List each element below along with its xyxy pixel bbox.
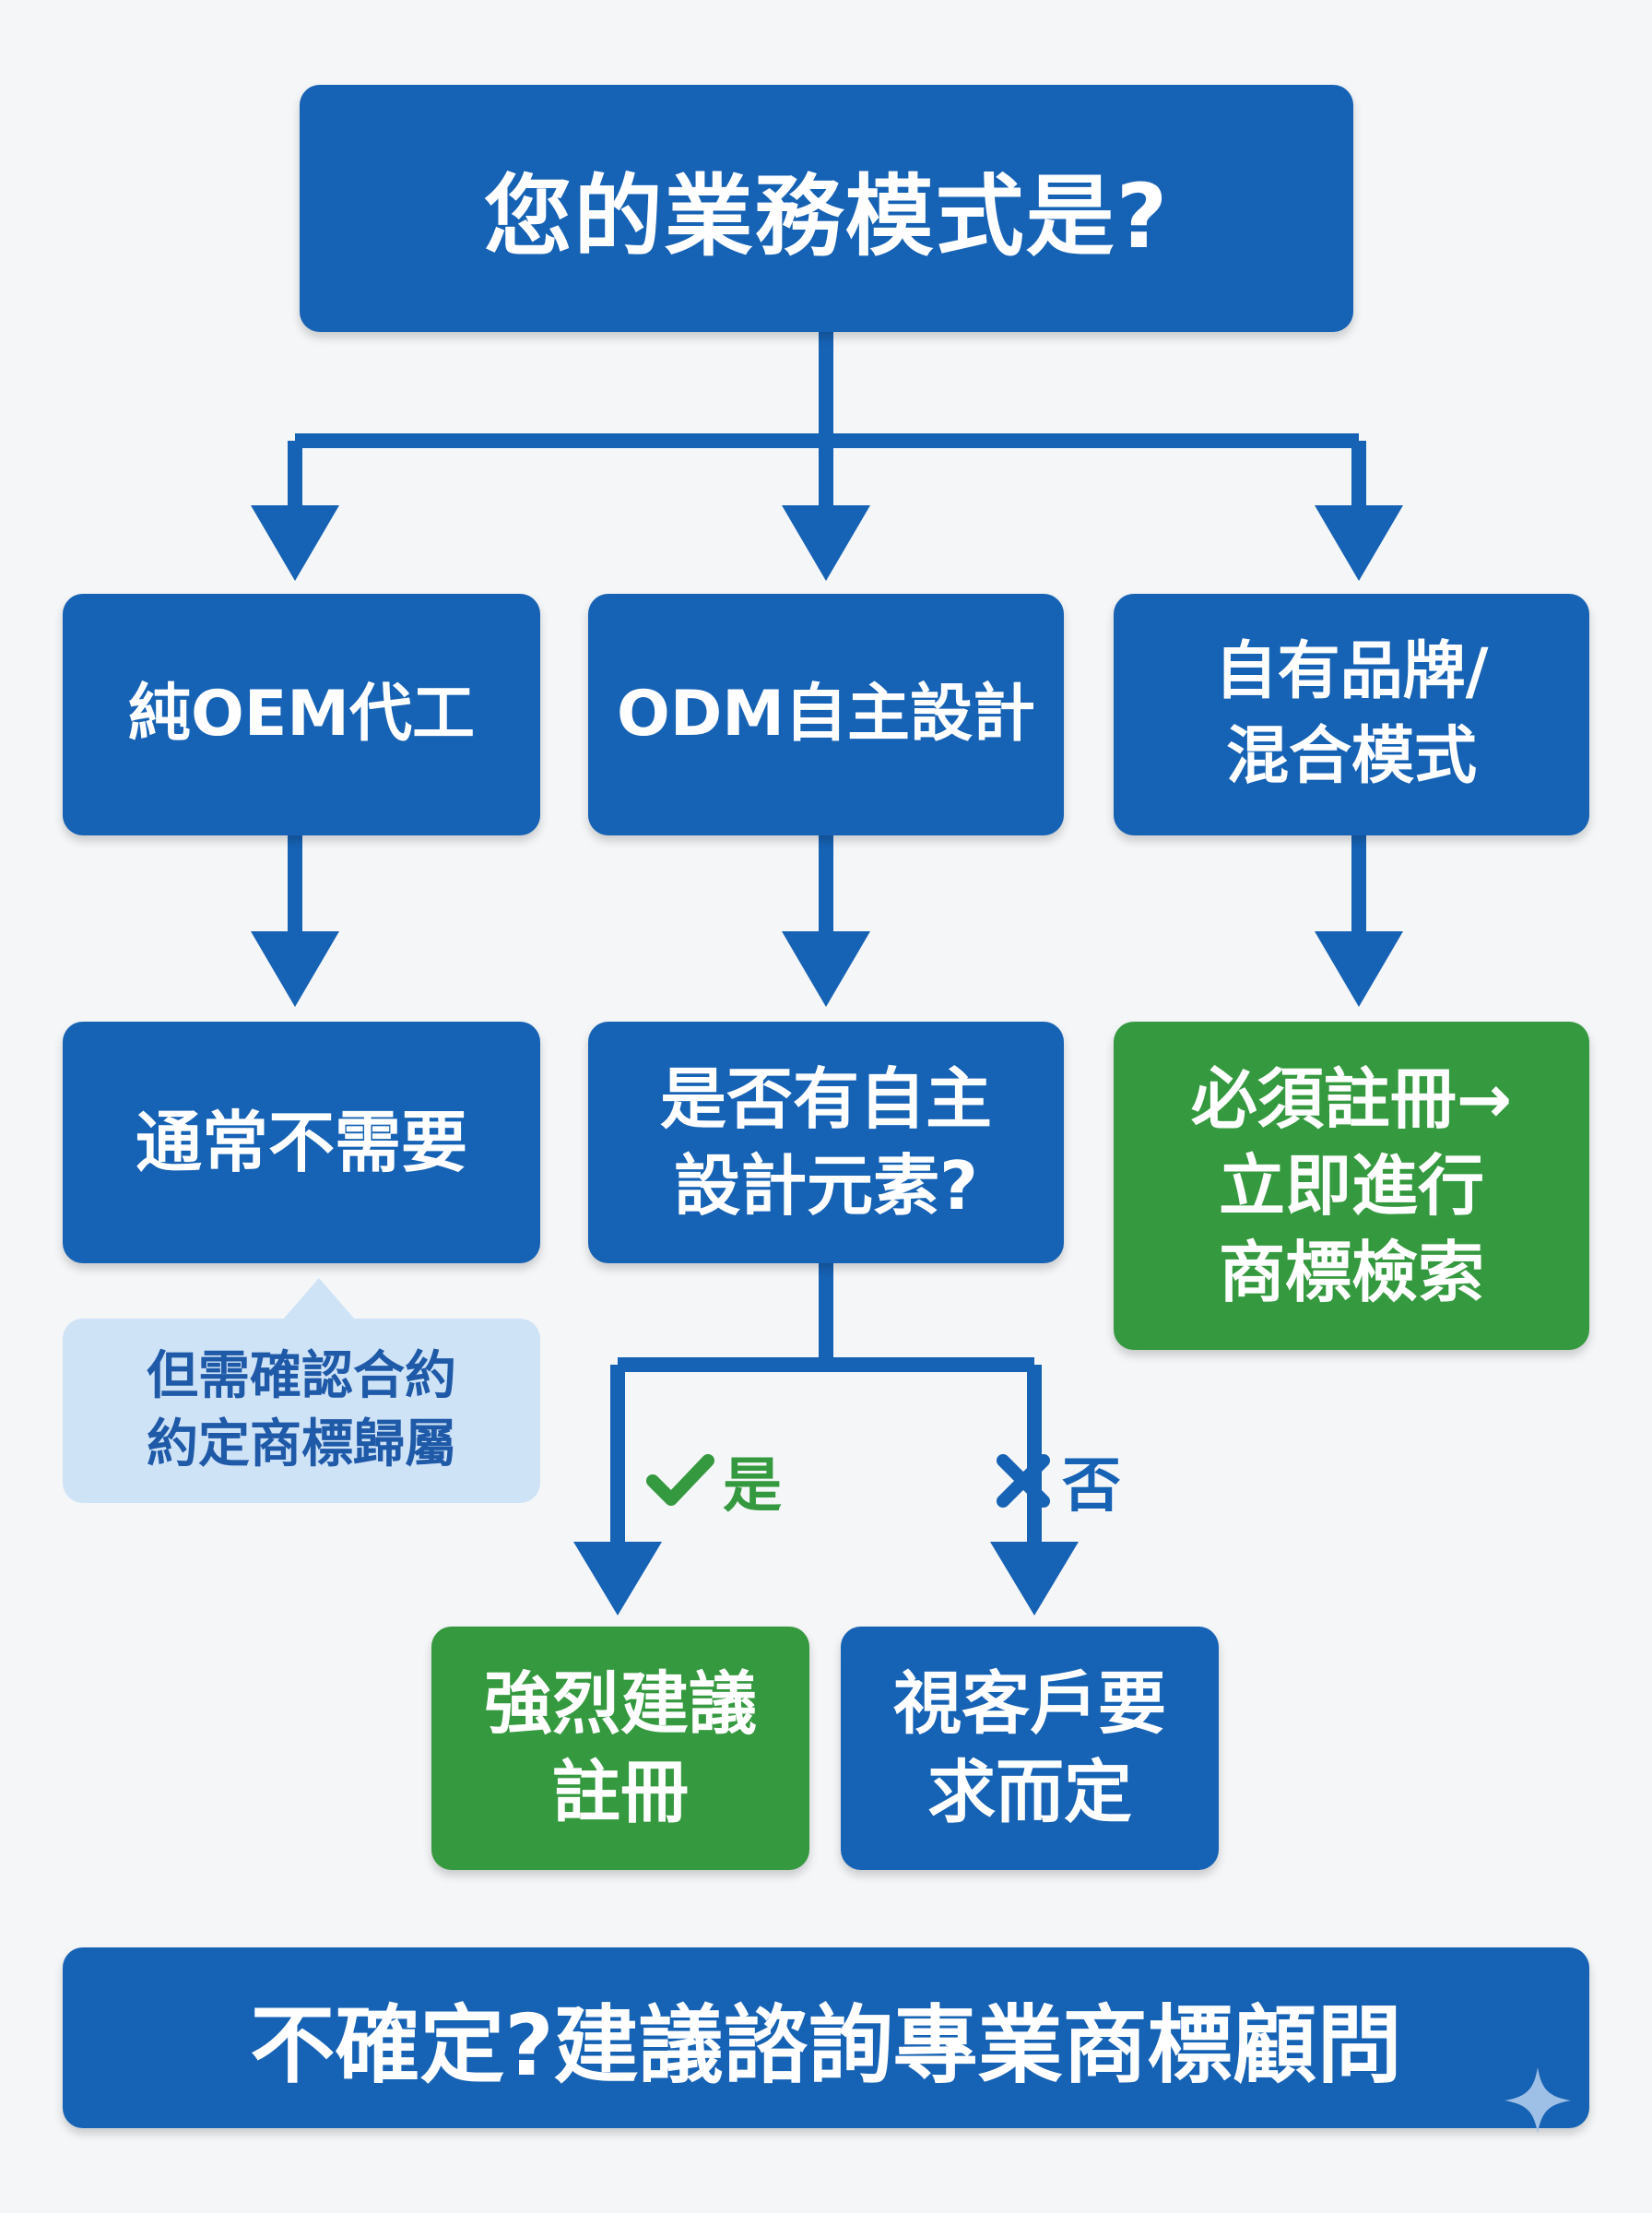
question-title-box: 您的業務模式是? [300, 85, 1353, 332]
no-result-label: 視客戶要 求而定 [893, 1664, 1166, 1832]
sparkle-icon [1504, 2067, 1571, 2134]
footer-banner: 不確定?建議諮詢專業商標顧問 [63, 1947, 1589, 2128]
yes-branch-label: 是 [645, 1438, 782, 1523]
yes-result-box: 強烈建議 註冊 [431, 1627, 809, 1870]
arrowhead-odm-question [782, 931, 870, 1007]
odm-question-label: 是否有自主 設計元素? [659, 1060, 992, 1225]
arrowhead-brand [1315, 505, 1403, 581]
note-pointer [282, 1278, 356, 1320]
brand-result-label: 必須註冊→ 立即進行 商標檢索 [1190, 1060, 1513, 1311]
connector-options-to-outcomes [288, 834, 1366, 931]
option-brand-box: 自有品牌/ 混合模式 [1114, 594, 1589, 835]
option-odm-label: ODM自主設計 [617, 678, 1035, 751]
cross-icon [997, 1454, 1050, 1508]
no-label-text: 否 [1062, 1452, 1121, 1521]
arrowhead-oem [251, 505, 339, 581]
check-icon [646, 1454, 714, 1506]
question-title: 您的業務模式是? [483, 164, 1170, 268]
connector-question-to-branches [610, 1261, 1042, 1558]
odm-question-box: 是否有自主 設計元素? [588, 1022, 1064, 1263]
oem-note-label: 但需確認合約 約定商標歸屬 [147, 1346, 456, 1474]
connector-title-to-options [288, 332, 1366, 505]
yes-result-label: 強烈建議 註冊 [484, 1664, 757, 1832]
arrowhead-brand-result [1315, 931, 1403, 1007]
yes-label-text: 是 [723, 1452, 782, 1521]
option-brand-label: 自有品牌/ 混合模式 [1214, 635, 1489, 793]
arrowhead-no [990, 1542, 1079, 1615]
arrowhead-oem-result [251, 931, 339, 1007]
option-odm-box: ODM自主設計 [588, 594, 1064, 835]
oem-result-box: 通常不需要 [63, 1022, 540, 1263]
oem-result-label: 通常不需要 [135, 1104, 467, 1181]
arrowhead-odm [782, 505, 870, 581]
no-branch-label: 否 [992, 1438, 1121, 1523]
footer-text: 不確定?建議諮詢專業商標顧問 [250, 1995, 1402, 2095]
arrowhead-yes [573, 1542, 662, 1615]
option-oem-box: 純OEM代工 [63, 594, 540, 835]
no-result-box: 視客戶要 求而定 [841, 1627, 1219, 1870]
option-oem-label: 純OEM代工 [128, 678, 475, 751]
brand-result-box: 必須註冊→ 立即進行 商標檢索 [1114, 1022, 1589, 1350]
oem-note-box: 但需確認合約 約定商標歸屬 [63, 1319, 540, 1503]
